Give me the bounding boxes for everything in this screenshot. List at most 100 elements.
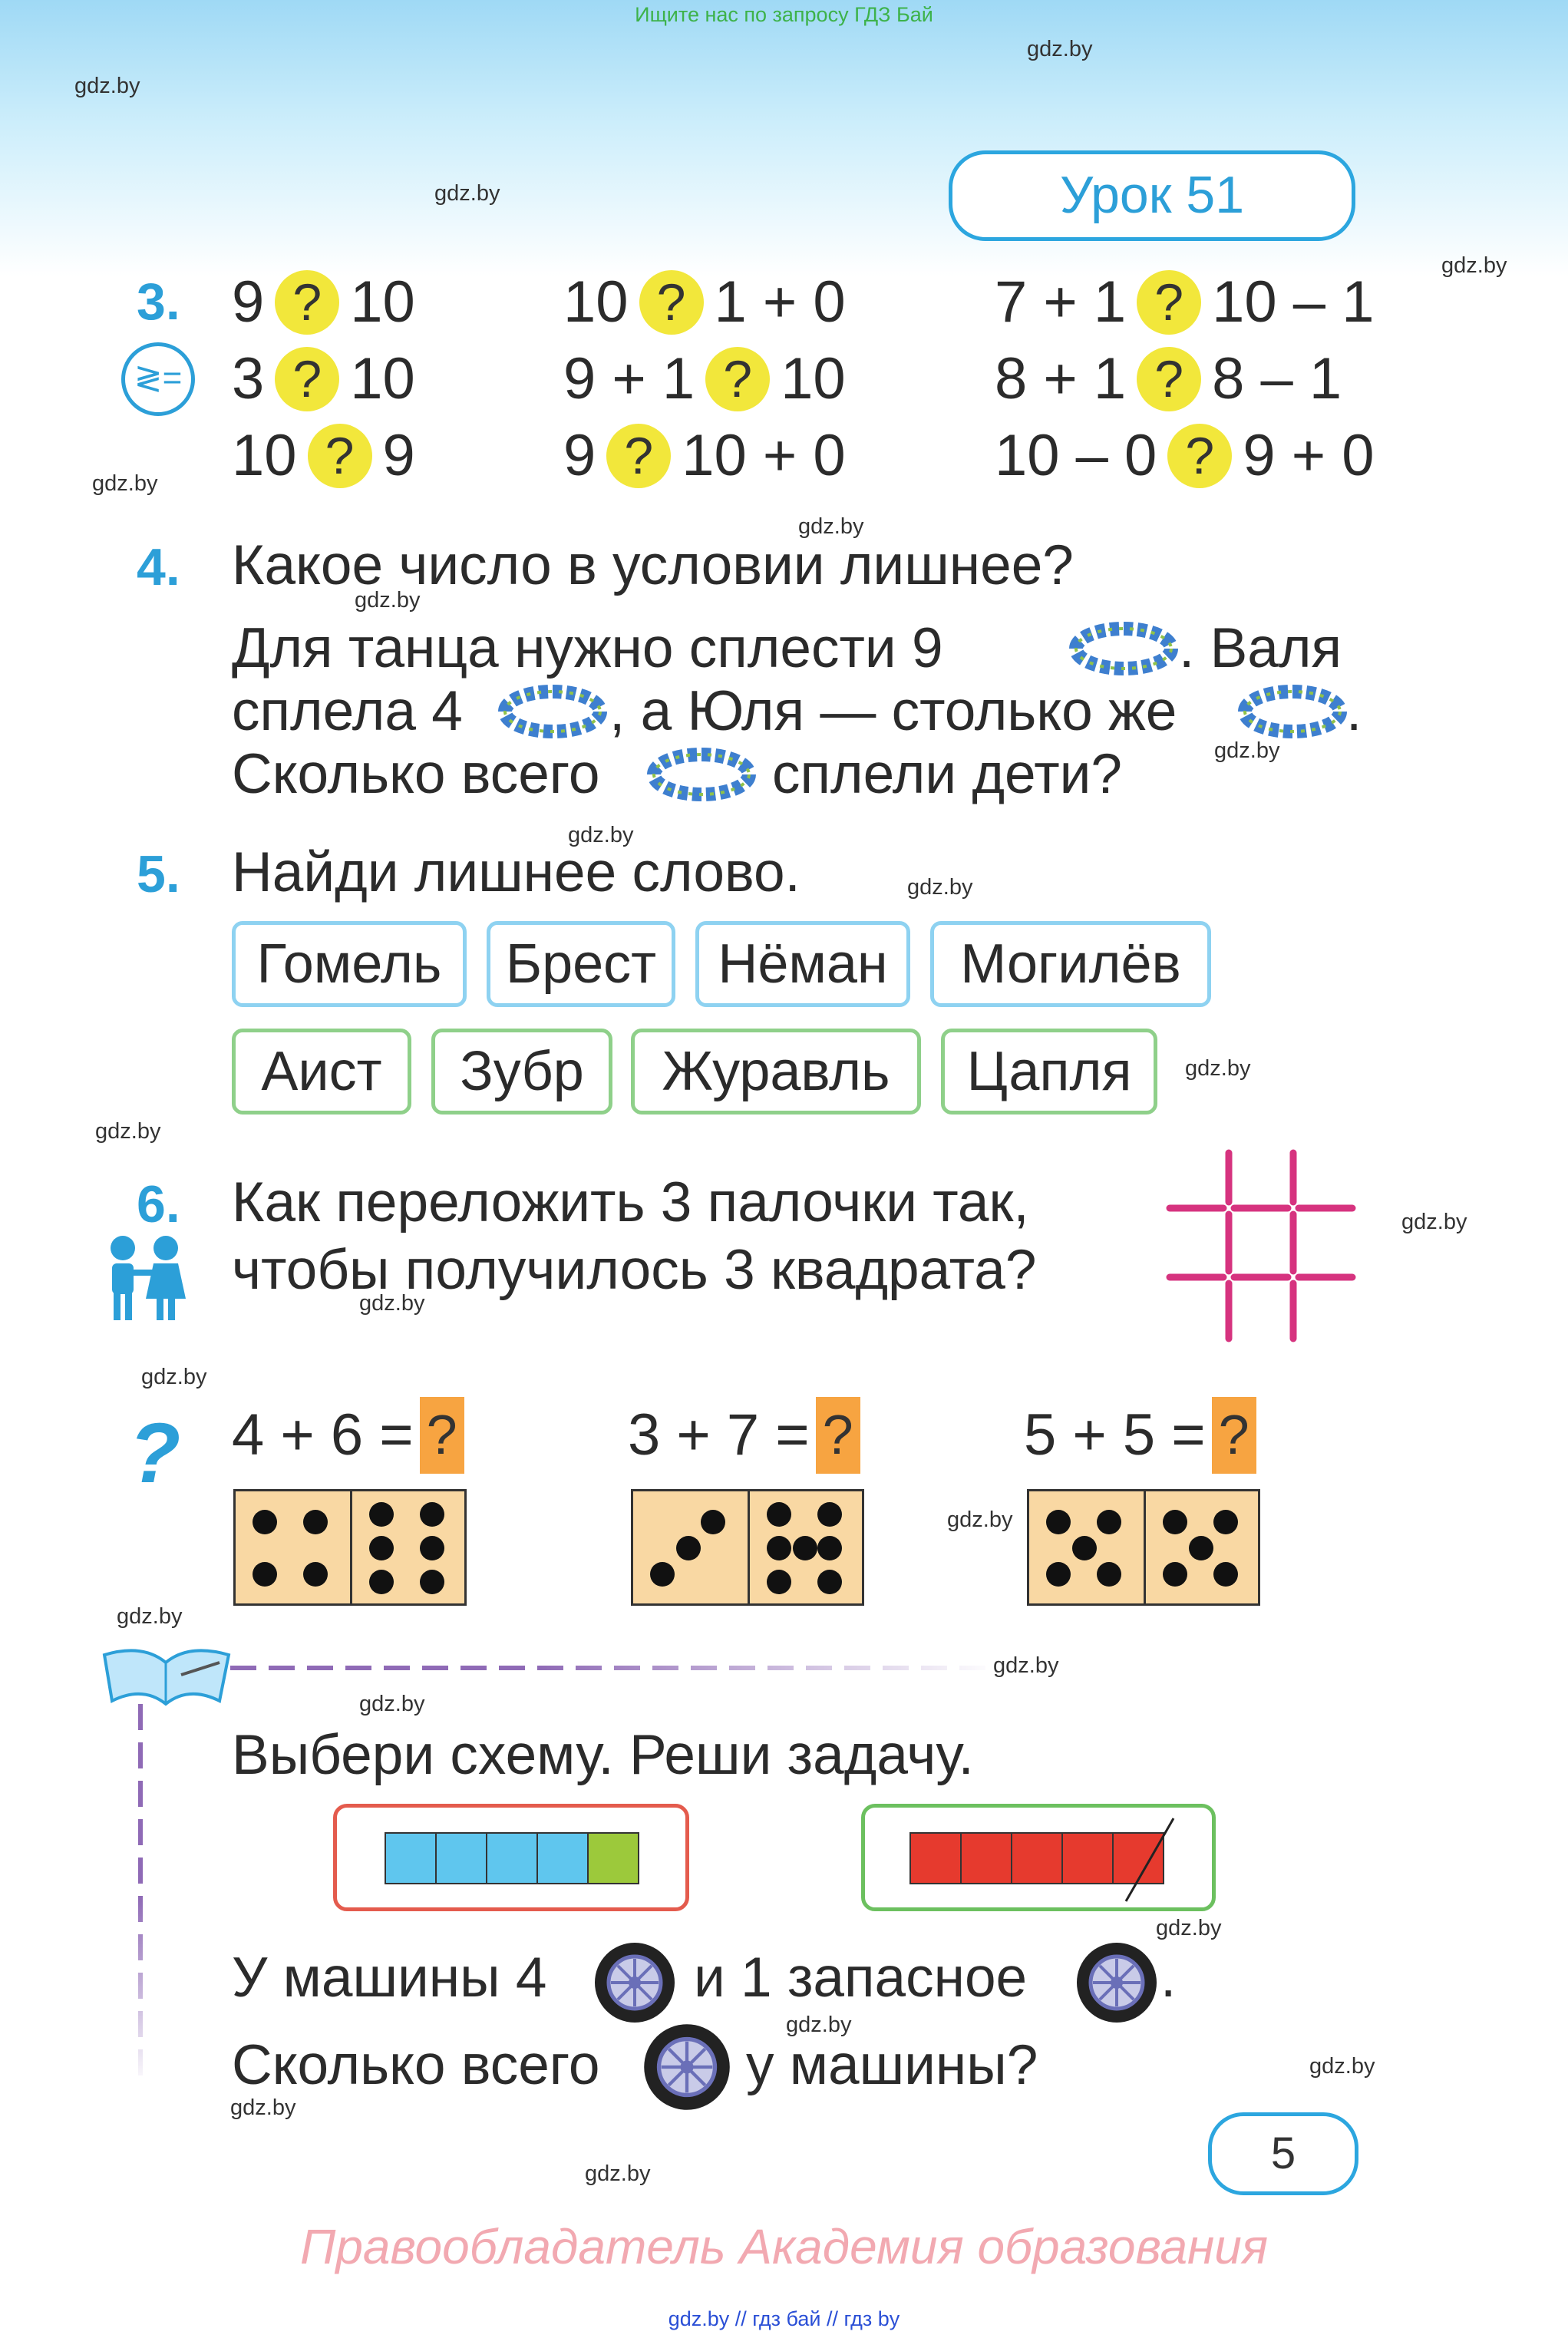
page-number: 5 — [1208, 2112, 1358, 2195]
domino-pip — [817, 1502, 842, 1527]
comparison-right: 10 – 1 — [1212, 269, 1375, 335]
compare-sign-slot[interactable]: ? — [606, 424, 672, 488]
scheme-cell — [1061, 1832, 1114, 1884]
problem-line: . — [1160, 1947, 1177, 2009]
watermark: gdz.by — [993, 1653, 1059, 1678]
comparison-left: 9 + 1 — [563, 346, 695, 411]
word-box[interactable]: Нёман — [695, 921, 910, 1007]
watermark: gdz.by — [434, 181, 500, 206]
compare-sign-slot[interactable]: ? — [275, 347, 340, 411]
equation: 4 + 6 = ? — [232, 1397, 464, 1474]
compare-sign-slot[interactable]: ? — [307, 424, 372, 488]
domino-pip — [369, 1570, 394, 1594]
comparison-left: 8 + 1 — [995, 346, 1127, 411]
wreath-icon — [1236, 682, 1349, 745]
domino-pip — [1072, 1536, 1097, 1560]
scheme-option-1[interactable] — [333, 1804, 689, 1911]
matchsticks-figure — [1164, 1147, 1363, 1350]
watermark: gdz.by — [1027, 37, 1093, 61]
watermark: gdz.by — [359, 1692, 425, 1716]
domino-pip — [1097, 1510, 1121, 1534]
comparison: 10?1 + 0 — [563, 270, 846, 335]
task-6-line: Как переложить 3 палочки так, — [232, 1171, 1029, 1233]
watermark: gdz.by — [786, 2013, 852, 2037]
compare-sign-slot[interactable]: ? — [705, 347, 771, 411]
comparison-right: 1 + 0 — [714, 269, 846, 335]
task-6-line: чтобы получилось 3 квадрата? — [232, 1239, 1037, 1301]
compare-sign-slot[interactable]: ? — [1137, 347, 1202, 411]
watermark: gdz.by — [1185, 1056, 1251, 1081]
comparison: 10 – 0?9 + 0 — [995, 424, 1374, 488]
domino-pip — [1189, 1536, 1213, 1560]
domino-pip — [1213, 1562, 1238, 1587]
scheme-option-2[interactable] — [861, 1804, 1216, 1911]
scheme-cell — [1112, 1832, 1164, 1884]
domino-pip — [420, 1536, 444, 1560]
answer-box[interactable]: ? — [1211, 1397, 1256, 1474]
question-mark-icon: ? — [129, 1406, 181, 1501]
answer-box[interactable]: ? — [419, 1397, 464, 1474]
watermark: gdz.by — [585, 2161, 651, 2186]
wheel-icon — [1074, 1940, 1159, 2029]
watermark: gdz.by — [117, 1604, 183, 1629]
word-box[interactable]: Гомель — [232, 921, 467, 1007]
domino-pip — [303, 1562, 328, 1587]
domino-pip — [303, 1510, 328, 1534]
notebook-icon — [97, 1640, 235, 1712]
task-5-question: Найди лишнее слово. — [232, 841, 801, 903]
task-4-line: сплели дети? — [772, 743, 1123, 805]
domino-pip — [676, 1536, 701, 1560]
compare-sign-slot[interactable]: ? — [275, 270, 340, 335]
equation: 5 + 5 = ? — [1024, 1397, 1256, 1474]
watermark: gdz.by — [92, 471, 158, 496]
word-box[interactable]: Цапля — [941, 1029, 1157, 1115]
word-box[interactable]: Брест — [487, 921, 675, 1007]
footer-links[interactable]: gdz.by // гдз бай // гдз by — [668, 2307, 900, 2330]
watermark: gdz.by — [947, 1507, 1013, 1532]
problem-line: и 1 запасное — [694, 1947, 1028, 2009]
kids-icon — [97, 1231, 192, 1327]
comparison: 9 + 1?10 — [563, 347, 846, 411]
comparison-left: 9 — [232, 269, 265, 335]
compare-sign-slot[interactable]: ? — [1137, 270, 1202, 335]
task-4-line: Для танца нужно сплести 9 — [232, 617, 943, 679]
compare-sign-slot[interactable]: ? — [1167, 424, 1233, 488]
comparison: 7 + 1?10 – 1 — [995, 270, 1374, 335]
watermark: gdz.by — [141, 1365, 207, 1389]
domino-pip — [1046, 1510, 1071, 1534]
wreath-icon — [645, 745, 758, 808]
word-box[interactable]: Аист — [232, 1029, 411, 1115]
scheme-cell — [587, 1832, 639, 1884]
comparison: 8 + 1?8 – 1 — [995, 347, 1342, 411]
search-banner[interactable]: Ищите нас по запросу ГДЗ Бай — [635, 3, 933, 26]
domino-pip — [817, 1570, 842, 1594]
problem-line: Сколько всего — [232, 2034, 600, 2096]
word-box[interactable]: Могилёв — [930, 921, 1211, 1007]
comparison-right: 10 + 0 — [682, 423, 846, 488]
scheme-cell — [435, 1832, 487, 1884]
word-box[interactable]: Зубр — [431, 1029, 612, 1115]
answer-box[interactable]: ? — [815, 1397, 860, 1474]
wreath-icon — [1067, 619, 1180, 682]
watermark: gdz.by — [1309, 2054, 1375, 2079]
equation-text: 4 + 6 = — [232, 1402, 414, 1468]
domino-pip — [1163, 1562, 1187, 1587]
domino-pip — [701, 1510, 725, 1534]
domino-pip — [1046, 1562, 1071, 1587]
task-5-number: 5. — [137, 845, 180, 903]
task-4-line: Сколько всего — [232, 743, 600, 805]
watermark: gdz.by — [568, 823, 634, 847]
compare-sign-slot[interactable]: ? — [639, 270, 704, 335]
word-box[interactable]: Журавль — [631, 1029, 921, 1115]
watermark: gdz.by — [355, 588, 421, 613]
scheme-cell — [960, 1832, 1012, 1884]
dashed-divider — [230, 1666, 998, 1670]
wheel-icon — [593, 1940, 677, 2029]
watermark: gdz.by — [1156, 1916, 1222, 1940]
task-4-line: , а Юля — столько же — [609, 680, 1177, 742]
wheel-icon — [642, 2022, 732, 2116]
watermark: gdz.by — [359, 1291, 425, 1316]
domino-pip — [1213, 1510, 1238, 1534]
lesson-title: Урок 51 — [949, 150, 1355, 241]
domino-pip — [420, 1570, 444, 1594]
